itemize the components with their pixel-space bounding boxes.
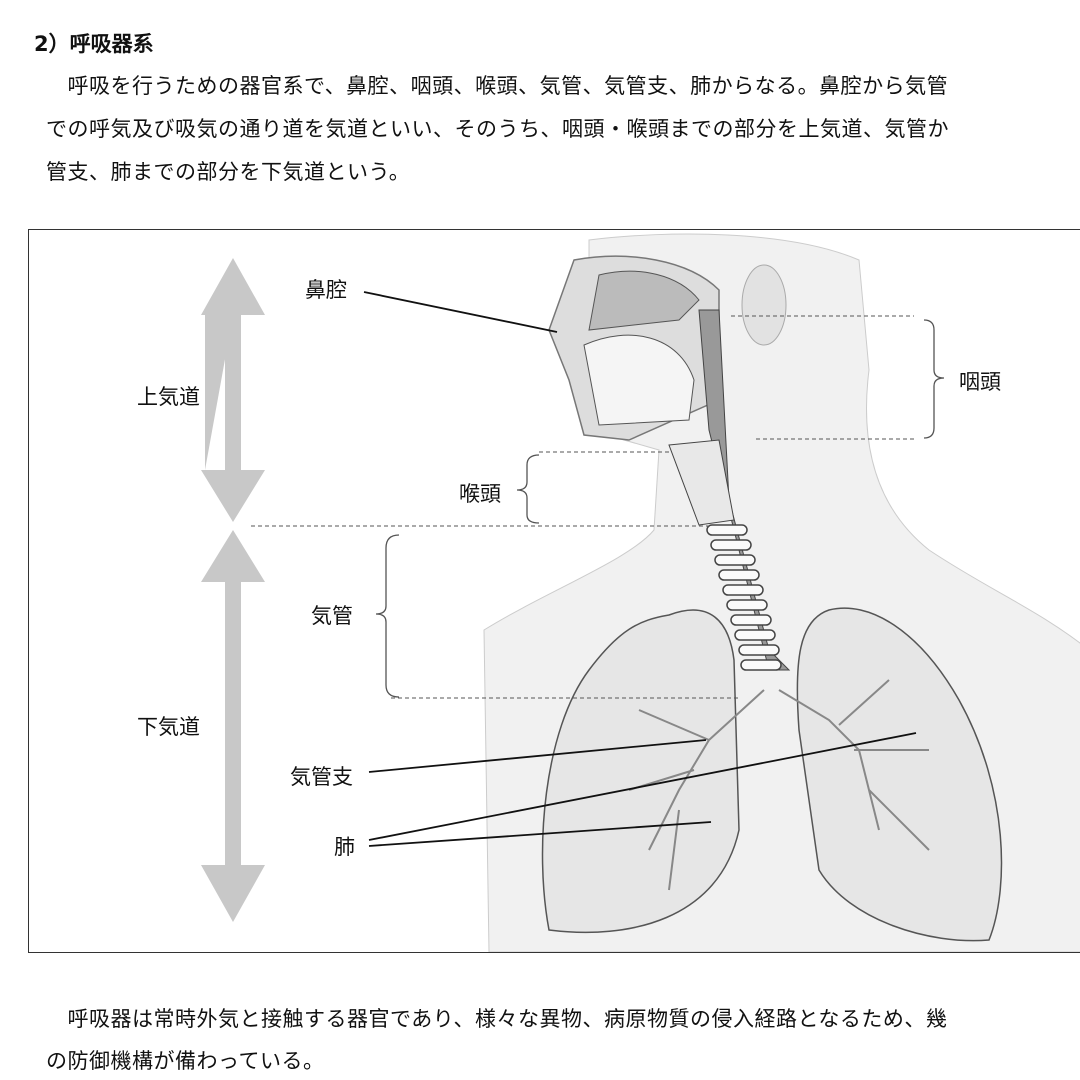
nasal-cavity-shape [588, 270, 700, 331]
label-lungs: 肺 [334, 835, 355, 859]
lower-airway-arrow [201, 530, 265, 922]
oral-cavity-shape [583, 334, 695, 426]
label-pharynx: 咽頭 [959, 370, 1001, 394]
closing-line-2: の防御機構が備わっている。 [46, 1049, 325, 1073]
anatomy-illustration [177, 233, 1080, 952]
larynx-shape [668, 439, 735, 526]
label-upper-airway: 上気道 [137, 385, 200, 409]
bronchial-tree [628, 679, 930, 891]
label-bronchi: 気管支 [290, 765, 353, 789]
label-trachea: 気管 [311, 604, 353, 628]
closing-line-1: 呼吸器は常時外気と接触する器官であり、様々な異物、病原物質の侵入経路となるため、… [46, 1007, 948, 1031]
upper-airway-arrow [177, 258, 265, 522]
respiratory-system-figure: 鼻腔 上気道 咽頭 喉頭 気管 下気道 気管支 肺 [28, 229, 1080, 953]
intro-line-3: 管支、肺までの部分を下気道という。 [46, 160, 411, 184]
trachea-rings [706, 524, 782, 671]
label-lower-airway: 下気道 [137, 715, 200, 739]
ear [741, 264, 787, 346]
intro-line-1: 呼吸を行うための器官系で、鼻腔、咽頭、喉頭、気管、気管支、肺からなる。鼻腔から気… [46, 74, 949, 98]
label-nasal-cavity: 鼻腔 [305, 278, 347, 302]
label-larynx: 喉頭 [459, 482, 501, 506]
intro-line-2: での呼気及び吸気の通り道を気道といい、そのうち、咽頭・喉頭までの部分を上気道、気… [46, 117, 949, 141]
right-lung [541, 609, 740, 934]
section-heading: 2）呼吸器系 [34, 32, 154, 56]
